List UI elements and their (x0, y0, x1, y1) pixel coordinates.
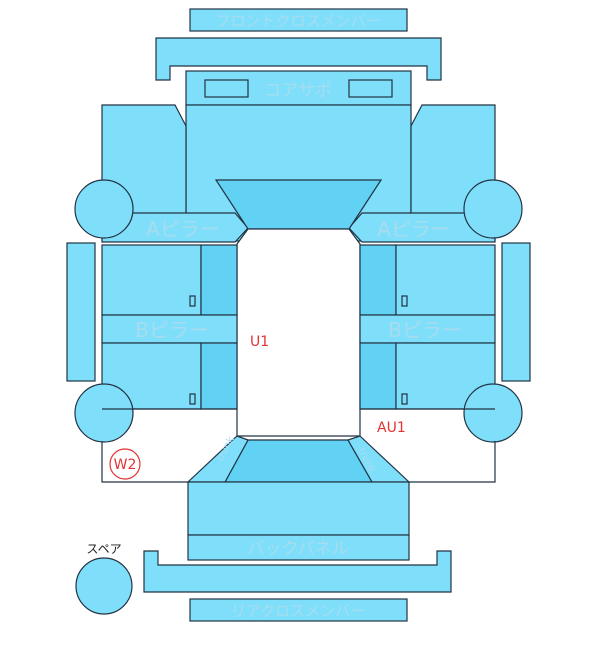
marker-au1[interactable]: AU1 (377, 420, 406, 436)
front-door-right-handle (401, 295, 408, 307)
a-pillar-right-label: Aピラー (377, 217, 451, 241)
rear-door-left-handle (189, 393, 196, 405)
marker-w2: W2 (114, 457, 137, 473)
front-door-left[interactable] (101, 244, 202, 316)
spare-label: スペア (86, 542, 121, 556)
wheel-rear-left[interactable] (74, 383, 134, 443)
side-sill-left[interactable] (66, 242, 96, 382)
rear-door-right-handle (401, 393, 408, 405)
wheel-rear-right[interactable] (463, 383, 523, 443)
rear-bumper-panel[interactable] (143, 550, 452, 593)
wheel-front-left[interactable] (74, 179, 134, 239)
front-cross-member-label: フロントクロスメンバー (215, 12, 380, 30)
cabin-opening (236, 228, 361, 437)
rear-door-right-inner[interactable] (359, 342, 397, 410)
rear-window-panel[interactable] (223, 439, 374, 483)
a-pillar-left-label: Aピラー (146, 217, 220, 241)
rear-cross-member-label: リアクロスメンバー (231, 602, 365, 620)
rear-cross-member-panel[interactable] (189, 598, 408, 622)
back-panel[interactable] (187, 534, 410, 561)
wheel-front-right[interactable] (463, 179, 523, 239)
side-sill-right[interactable] (501, 242, 531, 382)
front-door-right-inner[interactable] (359, 244, 397, 316)
marker-w2-circle[interactable] (109, 448, 141, 480)
rear-quarter-outline-left (101, 408, 237, 483)
front-cross-member-panel[interactable] (189, 8, 408, 32)
rear-door-left-inner[interactable] (200, 342, 238, 410)
rear-quarter-outline-right (360, 408, 496, 483)
front-bumper-panel[interactable] (155, 37, 442, 81)
b-pillar-right-label: Bピラー (388, 318, 462, 342)
spare-tire[interactable] (75, 557, 133, 615)
b-pillar-left-label: Bピラー (135, 318, 209, 342)
core-support-slot-left (204, 79, 249, 98)
front-door-left-handle (189, 295, 196, 307)
trunk-floor-panel[interactable] (187, 481, 410, 536)
front-door-left-inner[interactable] (200, 244, 238, 316)
back-panel-label: バックパネル (247, 539, 348, 559)
core-support-slot-right (348, 79, 393, 98)
b-pillar-left-panel[interactable] (101, 314, 238, 344)
marker-u1[interactable]: U1 (250, 334, 269, 350)
core-support-label: コアサポ (264, 81, 332, 101)
b-pillar-right-panel[interactable] (359, 314, 496, 344)
front-door-right[interactable] (395, 244, 496, 316)
